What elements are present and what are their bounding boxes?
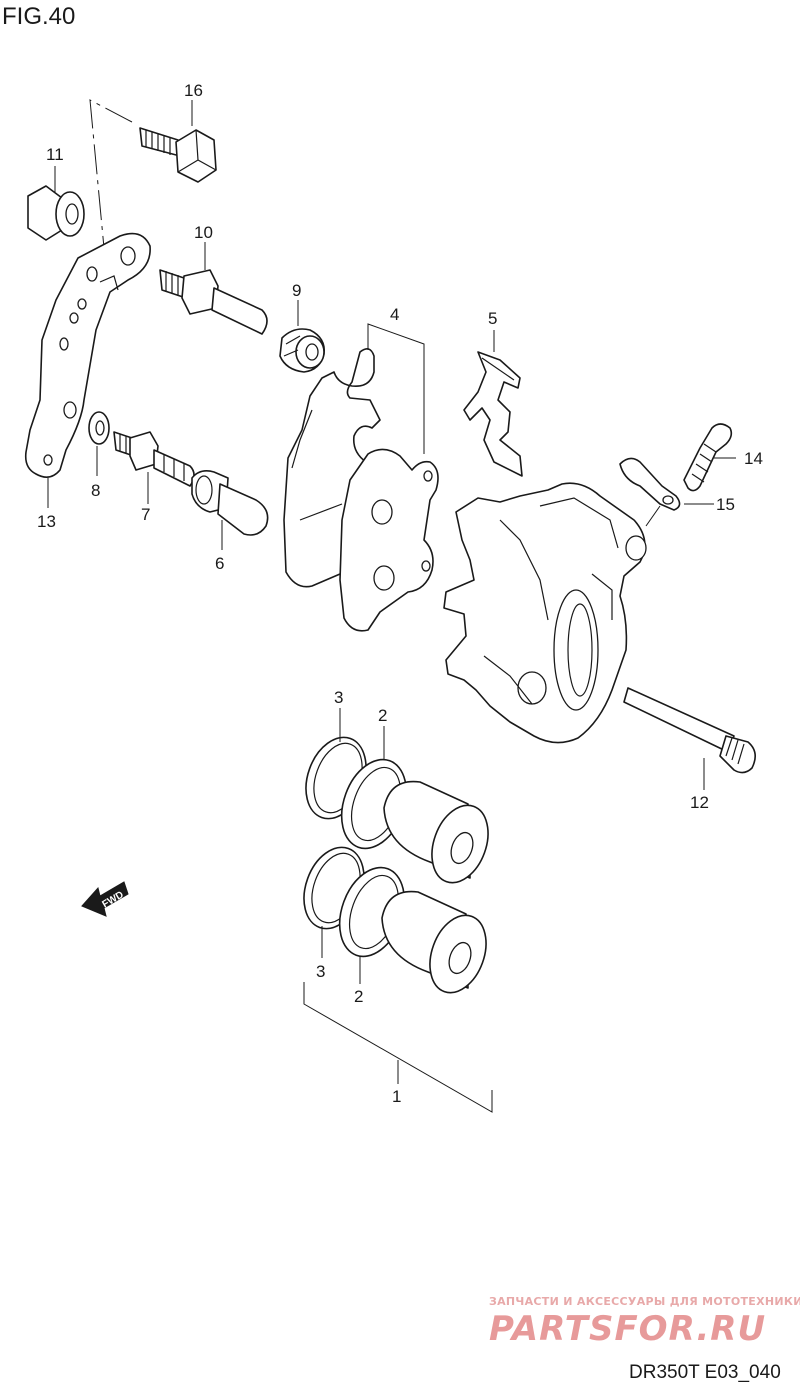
figure-code: DR350T E03_040 <box>629 1362 781 1383</box>
fwd-arrow-icon: FWD <box>81 881 129 917</box>
callout-2-lower: 2 <box>354 987 363 1006</box>
watermark-brand: PARTSFOR.RU <box>489 1309 766 1349</box>
part-6-pin <box>191 470 269 536</box>
part-12-slide-pin <box>623 687 756 774</box>
callout-16: 16 <box>184 81 203 100</box>
piston-lower <box>381 890 487 994</box>
callout-14: 14 <box>744 449 763 468</box>
fwd-label: FWD <box>100 890 125 911</box>
leader-15-body <box>645 505 661 527</box>
callout-11: 11 <box>46 145 64 164</box>
watermark-tagline: ЗАПЧАСТИ И АКСЕССУАРЫ ДЛЯ МОТОТЕХНИКИ <box>489 1295 800 1308</box>
part-9-boot <box>279 328 326 373</box>
part-7-stud <box>113 431 195 487</box>
callout-6: 6 <box>215 554 224 573</box>
callout-8: 8 <box>91 481 100 500</box>
part-8-washer <box>88 411 110 445</box>
callout-13: 13 <box>37 512 56 531</box>
callout-3-lower: 3 <box>316 962 325 981</box>
group-line-11-16 <box>89 99 133 249</box>
callout-9: 9 <box>292 281 301 300</box>
figure-title: FIG.40 <box>2 3 75 30</box>
callout-15: 15 <box>716 495 735 514</box>
callout-3-upper: 3 <box>334 688 343 707</box>
part-14-bleeder <box>683 423 733 492</box>
group-line-4 <box>367 323 425 454</box>
callout-10: 10 <box>194 223 213 242</box>
part-13-bracket <box>24 232 151 478</box>
group-line-1 <box>303 982 493 1113</box>
caliper-body <box>443 482 647 744</box>
callout-4: 4 <box>390 305 399 324</box>
part-11-collar <box>27 185 85 241</box>
callout-12: 12 <box>690 793 709 812</box>
callout-5: 5 <box>488 309 497 328</box>
callout-7: 7 <box>141 505 150 524</box>
callout-2-upper: 2 <box>378 706 387 725</box>
callout-1: 1 <box>392 1087 401 1106</box>
part-16-bolt <box>139 127 217 183</box>
part-15-cap <box>619 457 681 511</box>
part-4-pad-front <box>339 448 439 632</box>
part-5-spring <box>463 351 523 477</box>
piston-upper <box>383 780 489 884</box>
part-10-pin <box>159 269 268 335</box>
